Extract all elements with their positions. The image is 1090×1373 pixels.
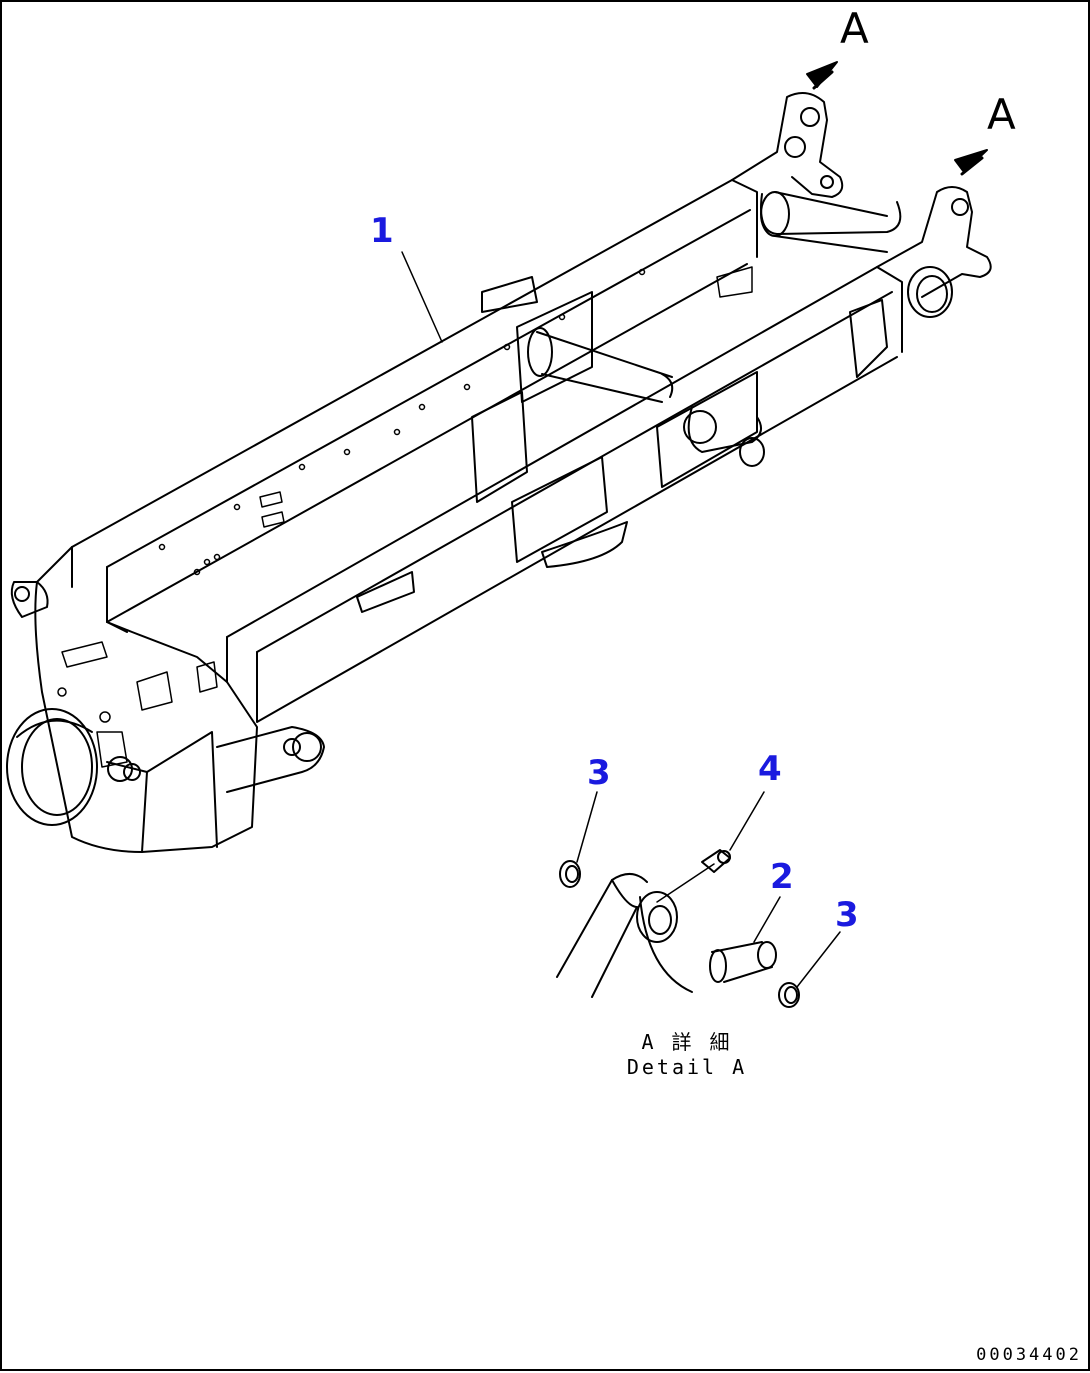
leader-lines bbox=[401, 251, 841, 988]
detail-caption-en: Detail A bbox=[626, 1055, 748, 1079]
leader-part-3-right bbox=[796, 931, 841, 988]
leader-part-4-arm bbox=[656, 863, 715, 903]
leader-part-3-left bbox=[576, 791, 598, 863]
callout-part-1: 1 bbox=[370, 211, 394, 251]
view-marker-a-upper: A bbox=[840, 4, 869, 53]
detail-a-view bbox=[556, 849, 800, 1008]
callout-part-2: 2 bbox=[770, 857, 794, 897]
callout-part-4: 4 bbox=[758, 749, 782, 789]
leader-part-1 bbox=[401, 251, 443, 343]
leader-part-4 bbox=[729, 791, 765, 851]
detail-caption: A 詳 細 Detail A bbox=[622, 1030, 752, 1080]
callout-part-3-right: 3 bbox=[835, 895, 859, 935]
main-frame bbox=[6, 61, 992, 853]
detail-caption-jp: A 詳 細 bbox=[641, 1030, 733, 1054]
drawing-number: 00034402 bbox=[976, 1345, 1082, 1365]
callout-part-3-left: 3 bbox=[587, 753, 611, 793]
leader-part-2 bbox=[753, 896, 781, 943]
view-marker-a-lower: A bbox=[987, 90, 1016, 139]
